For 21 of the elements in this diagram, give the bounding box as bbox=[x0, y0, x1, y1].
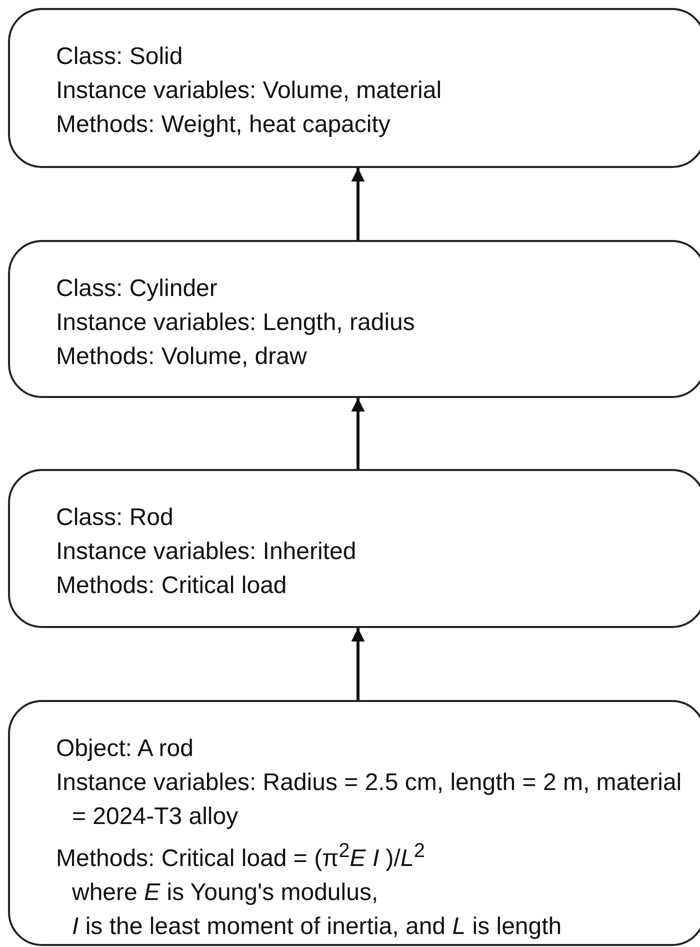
text-line: Instance variables: Volume, material bbox=[56, 76, 443, 106]
class-name: Class: Cylinder bbox=[56, 274, 218, 304]
class-name: Class: Solid bbox=[56, 42, 184, 72]
text-line: Instance variables: Length, radius bbox=[56, 308, 416, 338]
class-name: Object: A rod bbox=[56, 734, 194, 764]
arrow bbox=[351, 398, 365, 469]
text-line: Methods: Weight, heat capacity bbox=[56, 110, 392, 140]
class-box bbox=[8, 8, 700, 168]
arrow bbox=[351, 628, 365, 700]
text-line: Methods: Critical load bbox=[56, 571, 288, 601]
text-line: Instance variables: Radius = 2.5 cm, length = 2 m, material = 2024-T3 alloy bbox=[56, 768, 683, 832]
class-box bbox=[8, 700, 700, 946]
text-line: Methods: Critical load = (π$^{2}$E I )/L$^{2}$ bbox=[56, 839, 426, 874]
class-box bbox=[8, 469, 700, 628]
text-line: Instance variables: Inherited bbox=[56, 537, 358, 567]
class-name: Class: Rod bbox=[56, 503, 174, 533]
text-line: where E is Young's modulus, bbox=[71, 878, 380, 908]
text-line: I is the least moment of inertia, and L is length bbox=[71, 912, 563, 942]
class-box bbox=[8, 240, 700, 398]
arrow bbox=[351, 168, 365, 240]
text-line: Methods: Volume, draw bbox=[56, 342, 308, 372]
